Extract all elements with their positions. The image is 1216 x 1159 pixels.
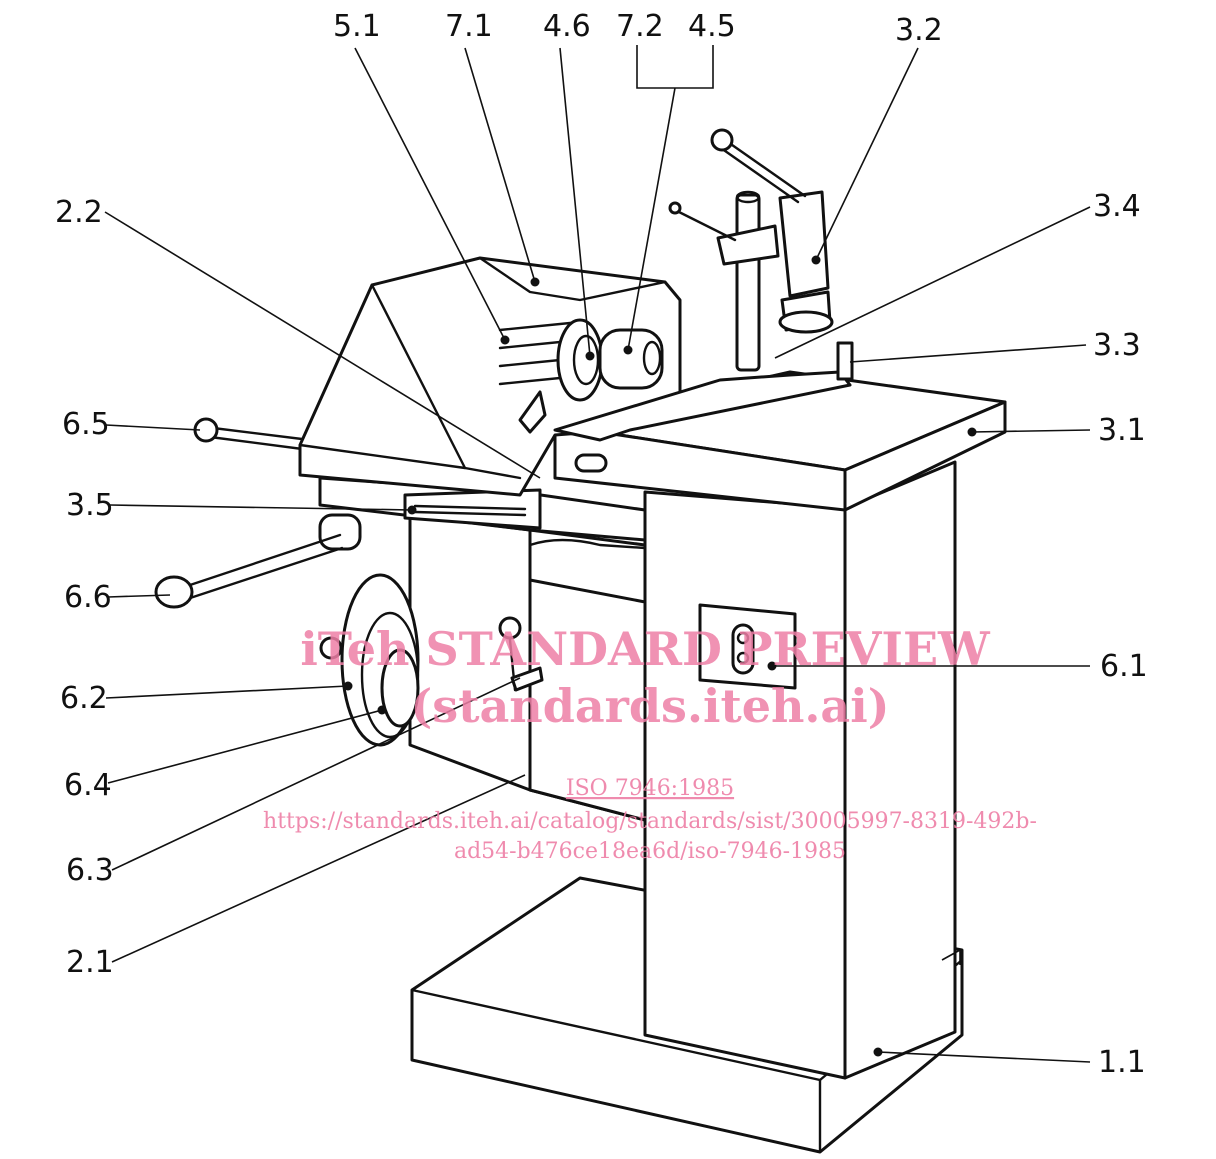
label-6-4: 6.4: [64, 768, 112, 803]
label-3-5: 3.5: [66, 488, 114, 523]
work-table: [553, 370, 1007, 512]
callout-labels: 5.1 7.1 4.6 7.2 4.5 3.2 2.2 3.4 3.3 6.5 …: [55, 9, 1148, 1080]
watermark-doc[interactable]: ISO 7946:1985: [566, 776, 734, 801]
leader-lines: [104, 45, 1091, 1063]
label-3-4: 3.4: [1093, 189, 1141, 224]
label-6-2: 6.2: [60, 681, 108, 716]
label-3-1: 3.1: [1098, 413, 1146, 448]
label-7-2: 7.2: [616, 9, 664, 44]
watermark: iTeh STANDARD PREVIEW (standards.iteh.ai…: [263, 622, 1037, 864]
pillar-head: [668, 128, 834, 372]
label-4-6: 4.6: [543, 9, 591, 44]
label-4-5: 4.5: [688, 9, 736, 44]
label-6-5: 6.5: [62, 407, 110, 442]
watermark-site: (standards.iteh.ai): [411, 679, 890, 733]
machine-column: [643, 460, 961, 1080]
label-7-1: 7.1: [445, 9, 493, 44]
label-5-1: 5.1: [333, 9, 381, 44]
label-3-2: 3.2: [895, 13, 943, 48]
watermark-url-line1[interactable]: https://standards.iteh.ai/catalog/standa…: [263, 809, 1037, 834]
label-2-2: 2.2: [55, 195, 103, 230]
handwheel: [319, 573, 544, 747]
slide-assembly: [318, 476, 647, 551]
lower-saddle: [408, 513, 647, 822]
watermark-url-line2[interactable]: ad54-b476ce18ea6d/iso-7946-1985: [454, 839, 846, 864]
label-3-3: 3.3: [1093, 328, 1141, 363]
label-6-3: 6.3: [66, 853, 114, 888]
levers: [154, 417, 344, 609]
label-6-1: 6.1: [1100, 649, 1148, 684]
label-6-6: 6.6: [64, 580, 112, 615]
label-1-1: 1.1: [1098, 1045, 1146, 1080]
watermark-title: iTeh STANDARD PREVIEW: [300, 622, 991, 676]
guide-rail: [553, 341, 854, 442]
label-2-1: 2.1: [66, 945, 114, 980]
